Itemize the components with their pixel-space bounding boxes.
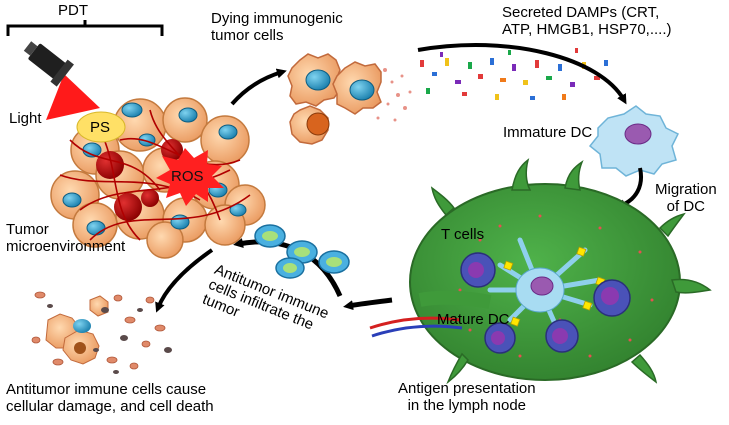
damps-line2: ATP, HMGB1, HSP70,....)	[502, 21, 672, 38]
ps-bubble	[76, 111, 126, 143]
cell-death-line2: cellular damage, and cell death	[6, 398, 214, 415]
mature-dc-label: Mature DC	[437, 311, 510, 328]
blood-vessels	[369, 316, 463, 338]
dying-cells-line2: tumor cells	[211, 27, 284, 44]
light-label: Light	[9, 110, 42, 127]
migration-line1: Migration	[655, 181, 717, 198]
arrow-to-cell-death	[155, 248, 214, 313]
pdt-bracket	[6, 20, 164, 36]
ros-starburst	[156, 148, 224, 206]
dying-cells-line1: Dying immunogenic	[211, 10, 343, 27]
damps-line1: Secreted DAMPs (CRT,	[502, 4, 660, 21]
mature-dc-cell	[487, 237, 606, 338]
lamp-icon	[23, 41, 100, 120]
immature-dc-label: Immature DC	[503, 124, 593, 141]
ros-label: ROS	[171, 168, 204, 185]
antigen-line2: in the lymph node	[407, 397, 527, 414]
cell-death-label: Antitumor immune cells cause cellular da…	[6, 381, 214, 415]
damps-label: Secreted DAMPs (CRT, ATP, HMGB1, HSP70,.…	[502, 4, 672, 38]
antigen-line1: Antigen presentation	[398, 380, 536, 397]
t-cells-label: T cells	[441, 226, 485, 243]
immature-dc-cell	[588, 105, 680, 177]
t-cells	[460, 252, 631, 354]
tumor-label-line1: Tumor	[6, 221, 49, 238]
ps-label: PS	[90, 119, 111, 136]
dying-cells-label: Dying immunogenic tumor cells	[211, 10, 343, 44]
pdt-label: PDT	[58, 2, 88, 19]
immune-cells	[254, 224, 350, 279]
arrow-to-dying-cells	[230, 68, 287, 106]
migration-label: Migration of DC	[655, 181, 717, 215]
migration-line2: of DC	[666, 198, 706, 215]
antigen-label: Antigen presentation in the lymph node	[398, 380, 536, 414]
light-beam	[46, 74, 100, 120]
dead-cell-debris	[31, 291, 172, 374]
arrow-to-infiltrating-cells	[343, 297, 393, 311]
dying-tumor-cells	[287, 53, 412, 145]
cell-death-line1: Antitumor immune cells cause	[6, 381, 207, 398]
tumor-label-line2: microenvironment	[6, 238, 126, 255]
tumor-label: Tumor microenvironment	[6, 221, 125, 255]
damp-particles	[420, 48, 608, 100]
arrow-to-immature-dc	[417, 43, 627, 105]
